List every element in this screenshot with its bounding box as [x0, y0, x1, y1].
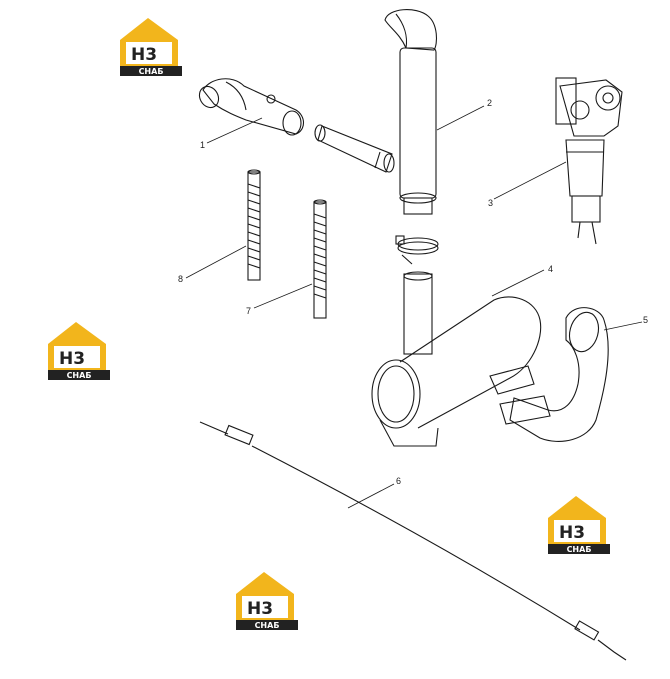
- part-7-flexible-hose: [313, 199, 327, 319]
- callout-4: 4: [548, 264, 553, 274]
- callout-6: 6: [396, 476, 401, 486]
- logo-mark: H3: [559, 523, 585, 543]
- callout-1: 1: [200, 140, 205, 150]
- watermark-logo: H3 СНАБ: [120, 18, 182, 76]
- watermark-logo: H3 СНАБ: [48, 322, 110, 380]
- callout-7: 7: [246, 306, 251, 316]
- logo-text: СНАБ: [139, 67, 164, 76]
- callout-8: 8: [178, 274, 183, 284]
- logo-mark: H3: [59, 349, 85, 369]
- logo-text: СНАБ: [67, 371, 92, 380]
- watermark-logo: H3 СНАБ: [548, 496, 610, 554]
- leader-lines: [185, 105, 643, 509]
- part-1-elbow-pipe: [198, 78, 305, 136]
- pipe-clamp: [395, 235, 439, 265]
- callout-3: 3: [488, 198, 493, 208]
- part-2-exhaust-stack: [314, 9, 438, 215]
- callout-2: 2: [487, 98, 492, 108]
- logo-text: СНАБ: [255, 621, 280, 630]
- part-8-flexible-hose: [247, 169, 261, 281]
- watermark-logo: H3 СНАБ: [236, 572, 298, 630]
- part-5-flanged-elbow: [499, 307, 609, 442]
- part-3-filter-assembly: [555, 77, 623, 245]
- logo-mark: H3: [131, 45, 157, 65]
- part-6-control-cable: [199, 421, 627, 661]
- logo-mark: H3: [247, 599, 273, 619]
- callout-5: 5: [643, 315, 648, 325]
- logo-text: СНАБ: [567, 545, 592, 554]
- part-4-muffler: [371, 271, 542, 447]
